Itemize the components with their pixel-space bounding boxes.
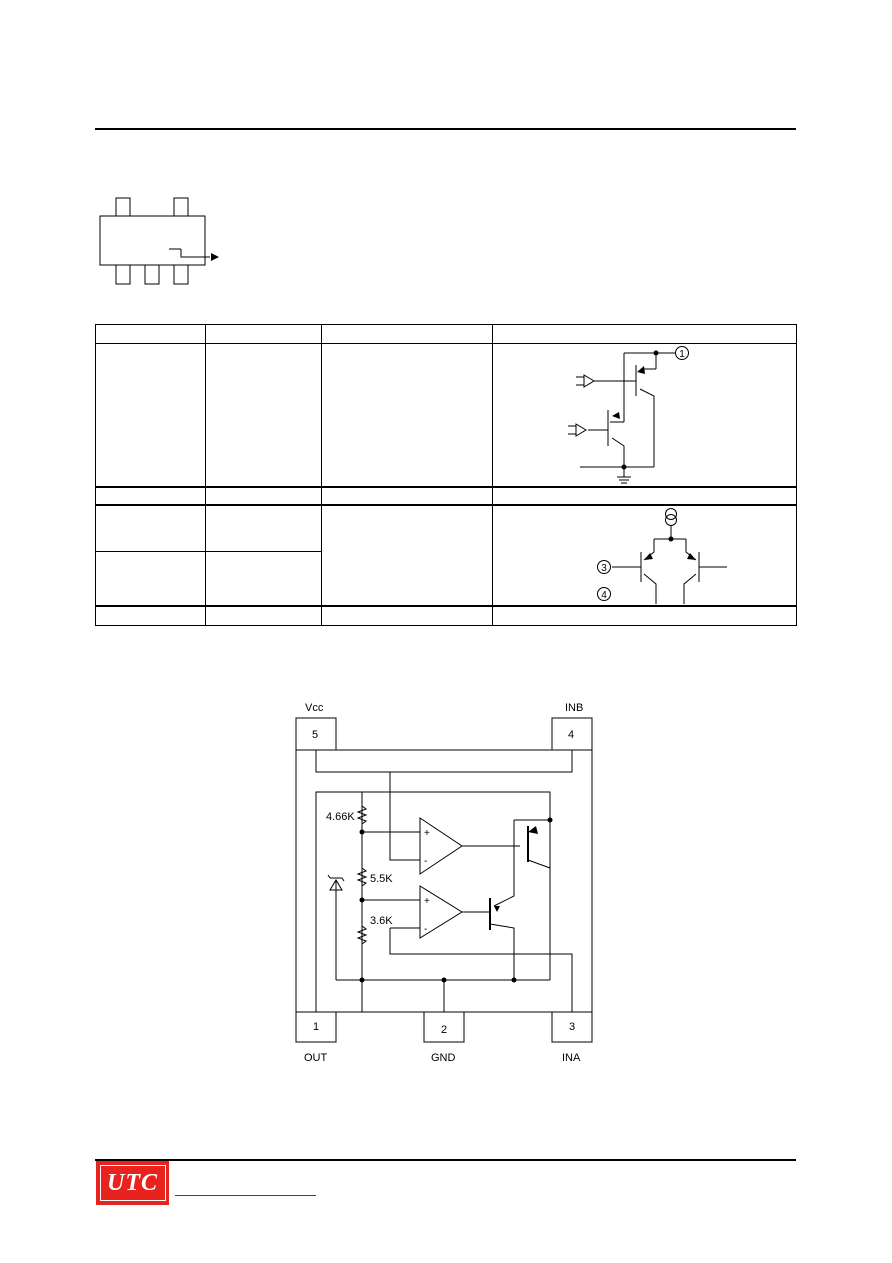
pin-box-3 xyxy=(551,1011,593,1043)
pin-box-5 xyxy=(295,717,337,751)
opamp2-plus: + xyxy=(424,896,430,907)
website-link[interactable] xyxy=(175,1195,316,1196)
table-header-cell xyxy=(95,324,206,344)
utc-logo-text: UTC xyxy=(99,1165,166,1201)
table-cell xyxy=(205,551,322,607)
input-circuit-cell xyxy=(492,504,797,607)
package-outline-drawing xyxy=(99,197,219,285)
pin-box-4 xyxy=(551,717,593,751)
resistor-3-6k-label: 3.6K xyxy=(370,915,393,927)
pin-number-1: 1 xyxy=(313,1021,319,1033)
output-circuit-cell xyxy=(492,343,797,488)
pin-number-2: 2 xyxy=(441,1024,447,1036)
opamp2-minus: - xyxy=(424,924,427,935)
table-cell xyxy=(321,343,493,488)
resistor-4-66k-label: 4.66K xyxy=(326,811,355,823)
table-cell xyxy=(205,605,322,626)
pin-number-3: 3 xyxy=(569,1021,575,1033)
table-cell xyxy=(95,551,206,607)
table-cell xyxy=(205,486,322,506)
table-row xyxy=(95,605,797,626)
opamp1-plus: + xyxy=(424,828,430,839)
pin-number-4: 4 xyxy=(568,729,574,741)
table-cell xyxy=(492,605,797,626)
table-cell xyxy=(492,486,797,506)
table-cell xyxy=(321,504,493,607)
table-row xyxy=(95,551,797,607)
table-header-row xyxy=(95,324,797,344)
table-cell xyxy=(205,343,322,488)
inb-label: INB xyxy=(565,702,583,714)
header-rule xyxy=(95,128,796,130)
table-header-cell xyxy=(492,324,797,344)
table-cell xyxy=(95,343,206,488)
table-cell xyxy=(95,504,206,552)
table-cell xyxy=(95,605,206,626)
table-row xyxy=(95,504,797,607)
pin-description-table xyxy=(95,324,797,626)
table-header-cell xyxy=(321,324,493,344)
pin-box-1 xyxy=(295,1011,337,1043)
ina-label: INA xyxy=(562,1052,581,1064)
out-label: OUT xyxy=(304,1052,328,1064)
vcc-label: Vcc xyxy=(305,702,324,714)
table-row xyxy=(95,486,797,506)
table-cell xyxy=(205,504,322,552)
table-cell xyxy=(321,486,493,506)
opamp1-minus: - xyxy=(424,856,427,867)
pin-number-5: 5 xyxy=(312,729,318,741)
table-cell xyxy=(95,486,206,506)
pin-box-2 xyxy=(423,1011,465,1043)
table-row xyxy=(95,343,797,488)
footer-rule xyxy=(95,1159,796,1161)
gnd-label: GND xyxy=(431,1052,456,1064)
table-cell xyxy=(321,605,493,626)
ic-body-outline xyxy=(295,749,593,1013)
utc-logo: UTC xyxy=(96,1161,169,1205)
table-header-cell xyxy=(205,324,322,344)
resistor-5-5k-label: 5.5K xyxy=(370,873,393,885)
